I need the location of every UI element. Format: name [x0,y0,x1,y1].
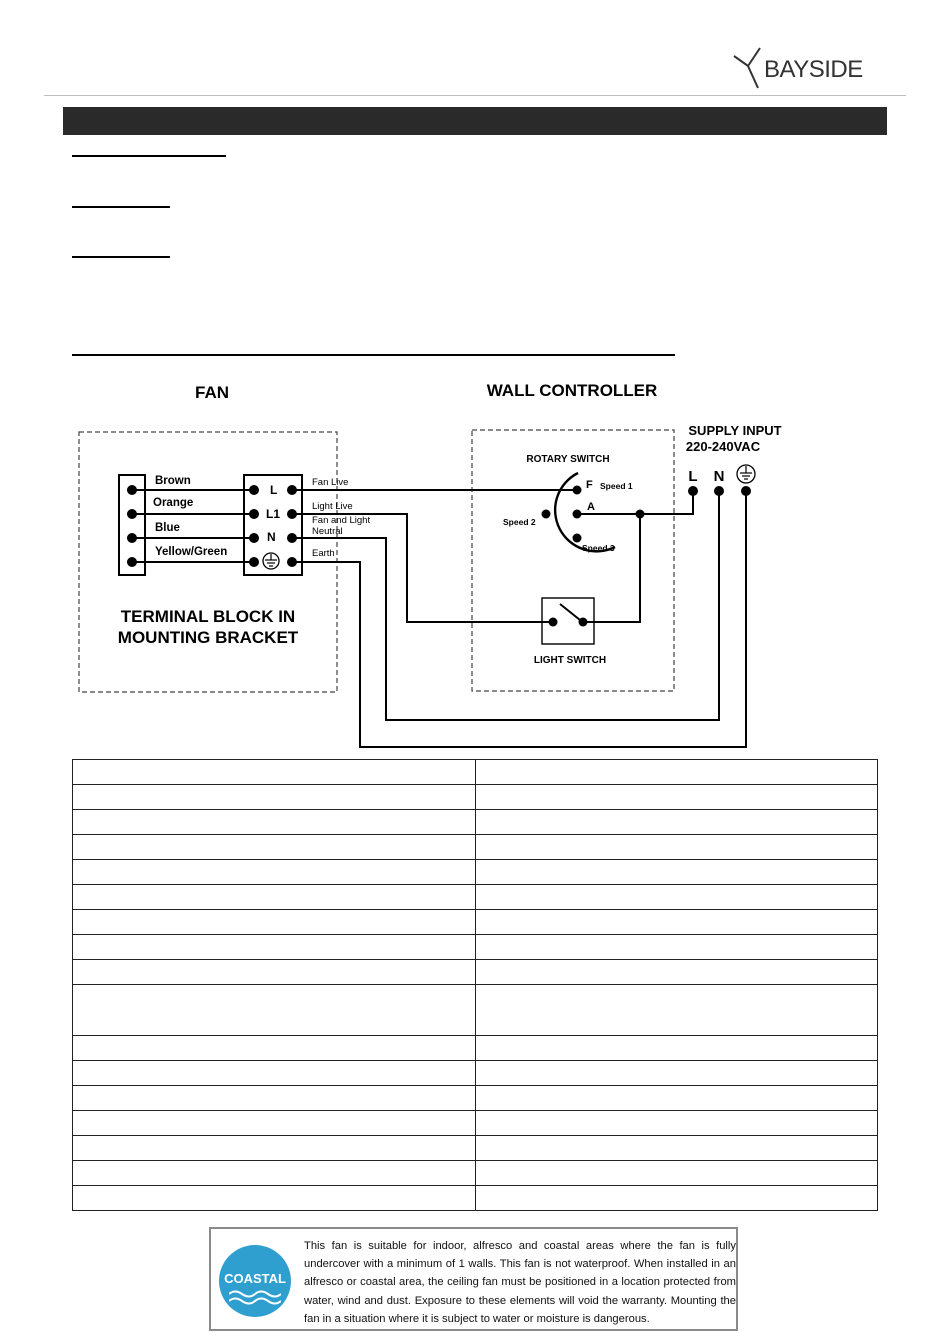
label-light-live: Light Live [312,501,353,512]
brand-logo: BAYSIDE [730,44,870,94]
heading-underline-3 [72,256,170,258]
rotary-a-label: A [587,501,595,513]
table-row [72,1035,878,1061]
header-divider [44,95,906,96]
wire-label-brown: Brown [155,475,191,487]
label-neutral: Neutral [312,526,343,537]
wall-controller-title: WALL CONTROLLER [487,381,658,400]
terminal-l1: L1 [266,507,280,521]
fan-connector-block [118,474,146,576]
table-row [72,1085,878,1111]
fan-title: FAN [195,383,229,402]
controller-dashed-box [471,429,675,692]
coastal-badge-text: COASTAL [224,1271,286,1286]
coastal-notice: COASTAL This fan is suitable for indoor,… [209,1227,738,1331]
label-fan-light: Fan and Light [312,515,370,526]
supply-input-label: SUPPLY INPUT [688,423,781,438]
terminal-block-caption-1: TERMINAL BLOCK IN [121,607,295,626]
specification-table [72,759,878,1211]
wire-label-yellow-green: Yellow/Green [155,546,227,558]
heading-underline-1 [72,155,226,157]
supply-earth-icon [736,464,756,484]
table-row [72,1060,878,1086]
brand-mark-icon [733,47,761,89]
heading-underline-4 [72,354,675,356]
table-row [72,759,878,785]
supply-voltage-label: 220-240VAC [686,439,761,454]
brand-name: BAYSIDE [764,56,863,83]
wave-icon [229,1290,281,1305]
speed1-label: Speed 1 [600,481,633,491]
table-row [72,1185,878,1211]
label-fan-live: Fan Live [312,477,348,488]
table-row [72,859,878,885]
table-row [72,784,878,810]
table-row [72,1110,878,1136]
terminal-n: N [267,530,276,544]
coastal-notice-text: This fan is suitable for indoor, alfresc… [304,1240,736,1325]
speed2-label: Speed 2 [503,517,536,527]
terminal-earth-icon [262,552,280,570]
terminal-block [243,474,303,576]
label-earth: Earth [312,548,335,559]
wire-label-blue: Blue [155,522,180,534]
wire-label-orange: Orange [153,497,193,509]
wiring-lines [292,489,747,748]
light-switch-label: LIGHT SWITCH [534,655,606,666]
wiring-diagram-svg: FAN WALL CONTROLLER SUPPLY INPUT 220-240… [78,381,782,748]
wiring-diagram: FAN WALL CONTROLLER SUPPLY INPUT 220-240… [60,370,880,760]
speed3-label: Speed 3 [582,543,615,553]
table-row [72,1135,878,1161]
rotary-switch-arc [553,471,616,553]
table-row [72,1160,878,1186]
section-title-bar [63,107,887,135]
heading-underline-2 [72,206,170,208]
terminal-l: L [270,483,277,497]
table-row [72,909,878,935]
table-row [72,884,878,910]
table-row [72,834,878,860]
table-row [72,984,878,1036]
supply-terminal-n: N [714,468,725,485]
rotary-switch-label: ROTARY SWITCH [526,454,609,465]
supply-terminal-l: L [688,468,697,485]
table-row [72,809,878,835]
coastal-badge-icon: COASTAL [219,1245,291,1317]
terminal-block-caption-2: MOUNTING BRACKET [118,628,299,647]
table-row [72,934,878,960]
table-row [72,959,878,985]
rotary-f-label: F [586,479,593,491]
